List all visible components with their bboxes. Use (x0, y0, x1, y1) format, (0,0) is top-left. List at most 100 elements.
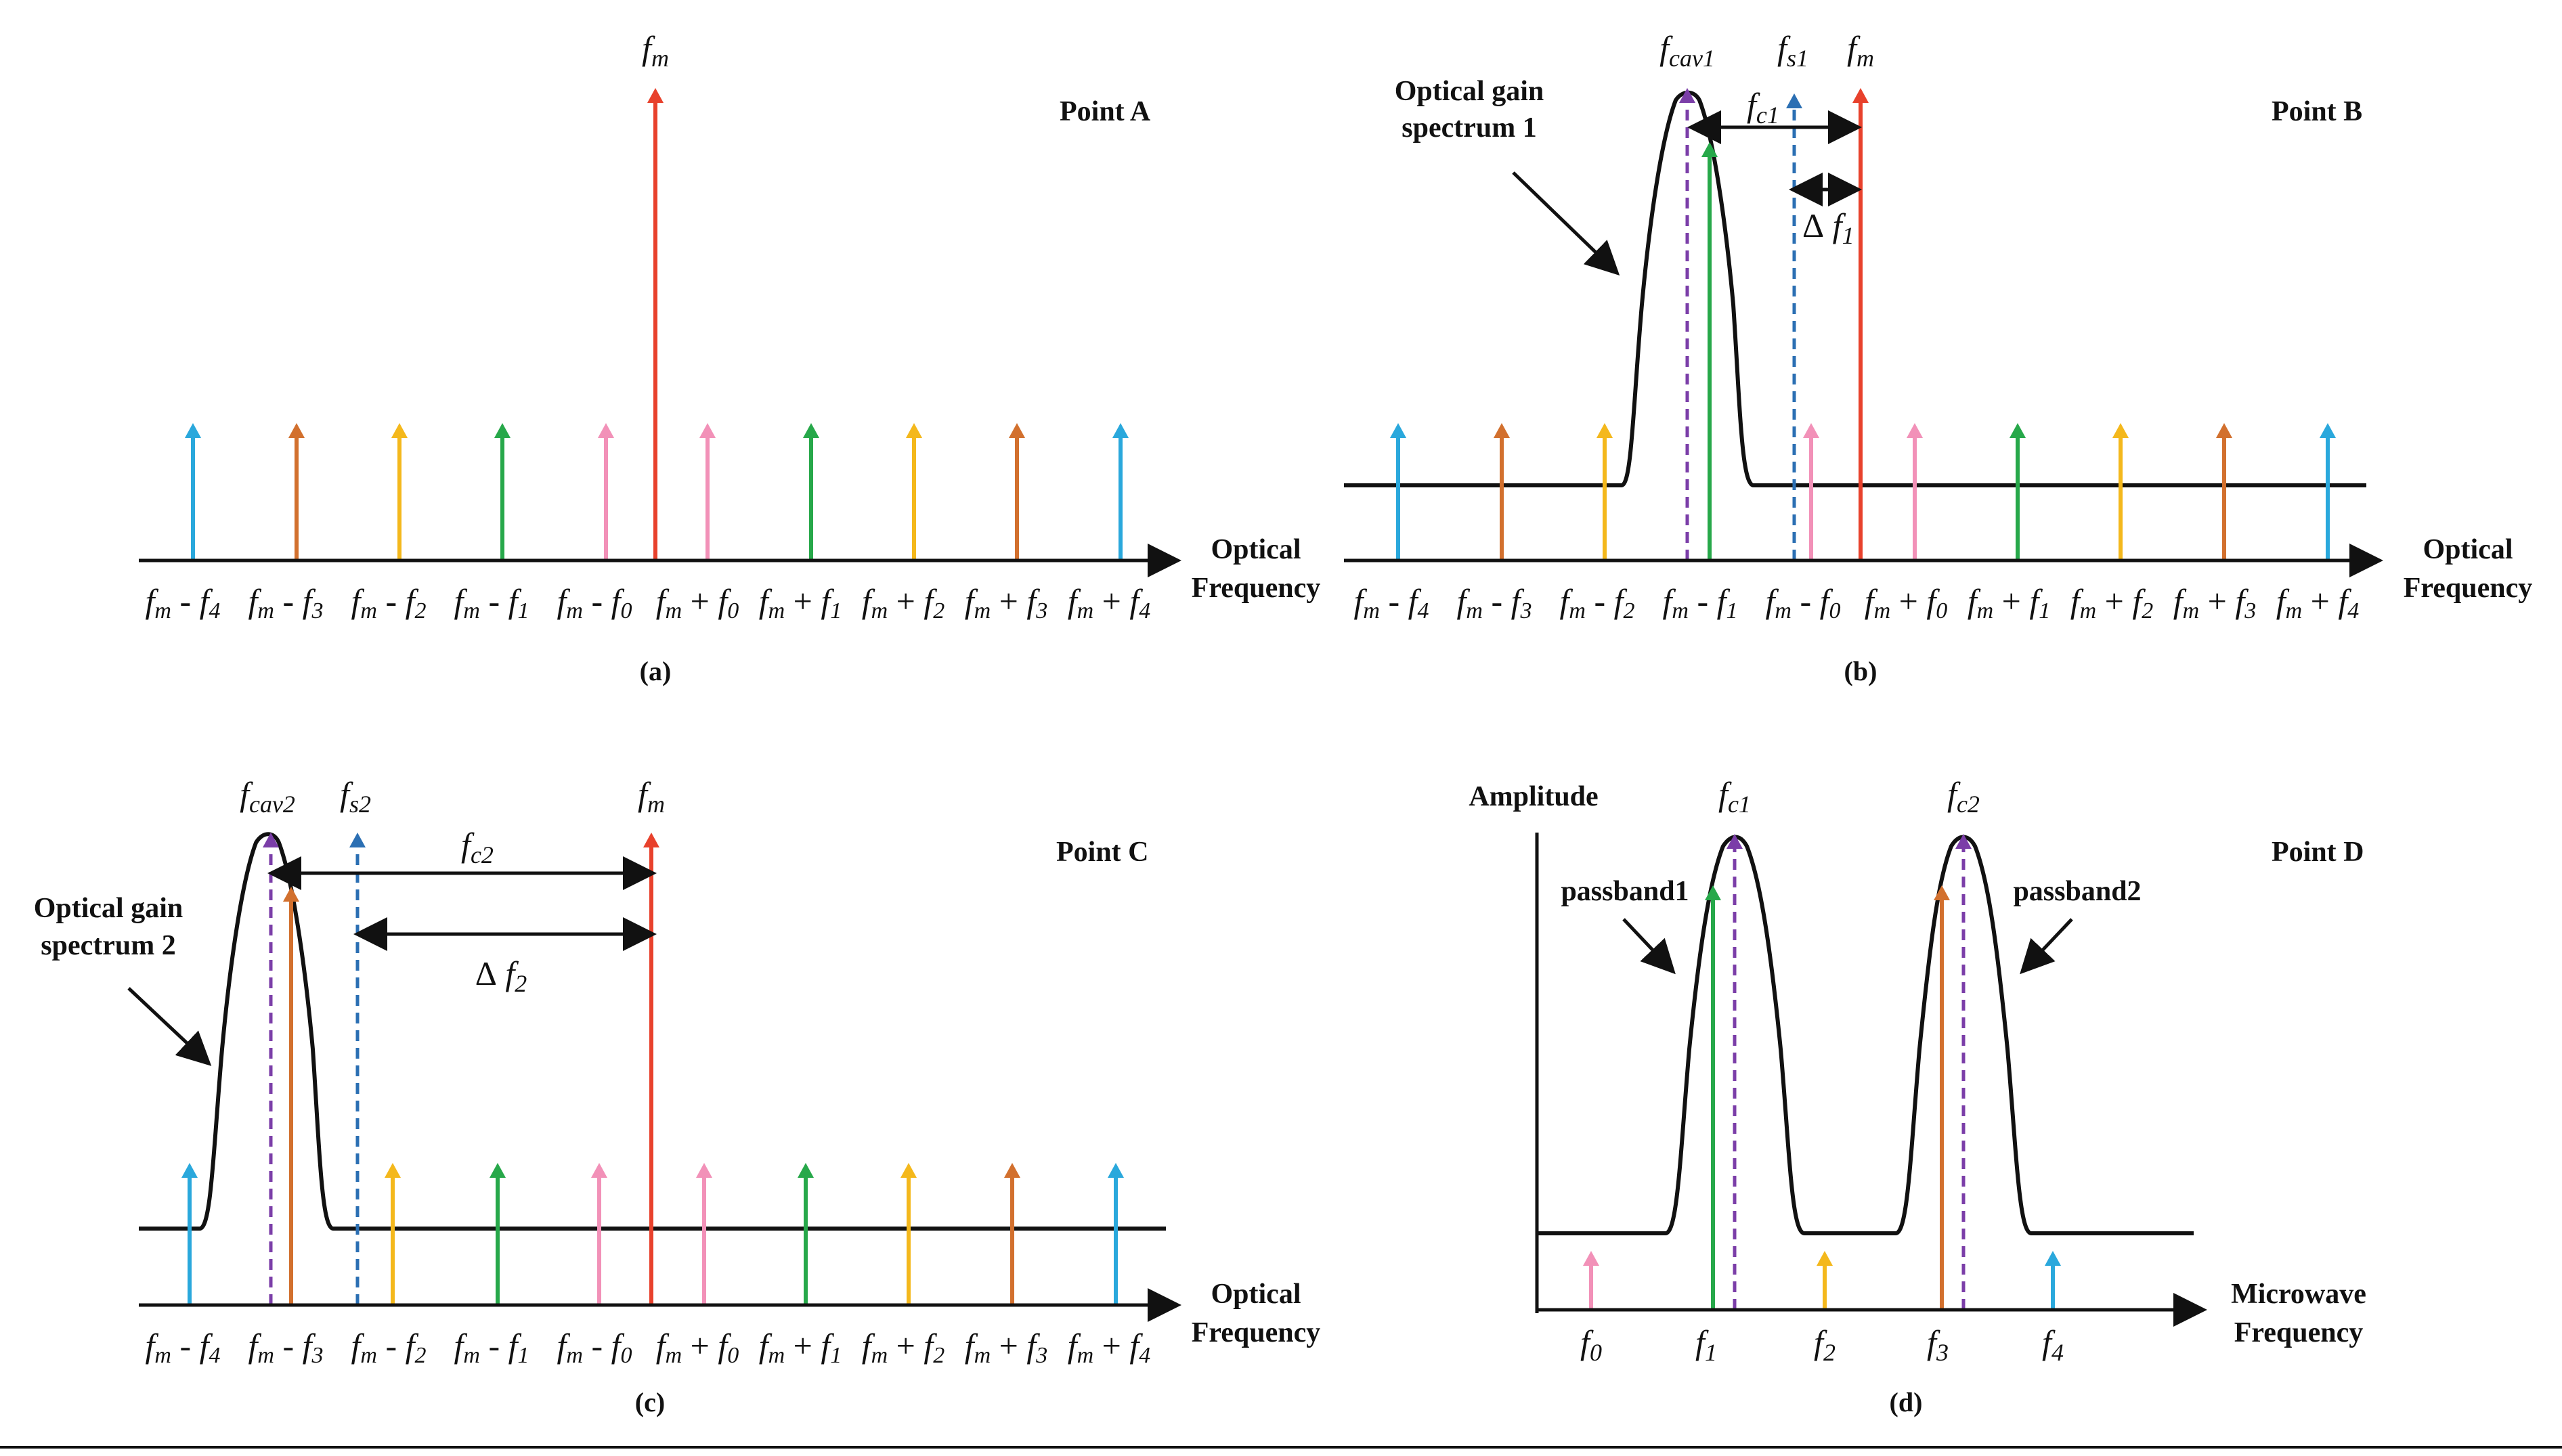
panel-b-tick-3: fm - f1 (1662, 582, 1737, 623)
panel-a-tick-4: fm - f0 (557, 582, 632, 623)
panel-b-line-6 (2010, 423, 2026, 560)
panel-c-line-0 (181, 1163, 198, 1305)
panel-c-tick-4: fm - f0 (557, 1327, 632, 1368)
panel-c-line-fcav2 (263, 833, 279, 1305)
panel-c-line-3 (490, 1163, 506, 1305)
panel-b-delta-f1-label: Δ f1 (1802, 206, 1854, 249)
panel-c-gain-label-1: Optical gain (34, 893, 183, 924)
panel-a-caption: (a) (640, 656, 672, 686)
panel-c-line-7 (900, 1163, 917, 1305)
panel-d-tick-f3: f3 (1927, 1323, 1949, 1366)
panel-b-gain-label-1: Optical gain (1395, 76, 1544, 107)
panel-c-tick-0: fm - f4 (145, 1327, 220, 1368)
panel-b-line-4 (1803, 423, 1819, 560)
panel-c-fc2-label: fc2 (461, 826, 494, 868)
panel-b-line-7 (2112, 423, 2129, 560)
panel-d-line-f1 (1705, 885, 1721, 1310)
panel-b-fm-label: fm (1847, 29, 1874, 72)
panel-a-tick-9: fm + f4 (1068, 582, 1151, 623)
panel-c-line-6 (798, 1163, 814, 1305)
panel-b-line-9 (2320, 423, 2336, 560)
panel-a-line-9 (1112, 423, 1129, 560)
panel-d-point-label: Point D (2272, 837, 2364, 868)
panel-a-line-8 (1009, 423, 1025, 560)
panel-d-fc1-label: fc1 (1718, 775, 1751, 818)
panel-d-line-f0 (1583, 1251, 1599, 1310)
panel-d-passband1-label: passband1 (1561, 876, 1689, 907)
panel-b-fcav1-label: fcav1 (1659, 29, 1715, 72)
panel-d-tick-f0: f0 (1580, 1323, 1602, 1366)
panel-b-tick-8: fm + f3 (2173, 582, 2257, 623)
panel-b-point-label: Point B (2272, 96, 2362, 127)
panel-b-gain-pointer (1512, 171, 1620, 275)
panel-b-line-2 (1597, 423, 1613, 560)
panel-a-line-6 (803, 423, 819, 560)
panel-c-line-5 (696, 1163, 712, 1305)
panel-d-y-axis-label: Amplitude (1469, 781, 1598, 812)
panel-a-line-3 (494, 423, 511, 560)
panel-b-tick-6: fm + f1 (1968, 582, 2051, 623)
panel-a-tick-3: fm - f1 (454, 582, 529, 623)
panel-b-fs1-label: fs1 (1777, 29, 1808, 72)
panel-b-line-fm (1852, 88, 1869, 560)
panel-a-line-4 (598, 423, 614, 560)
panel-c-line-fs2 (349, 833, 366, 1305)
panel-d-axis-label-2: Frequency (2234, 1317, 2364, 1348)
panel-c-line-9 (1108, 1163, 1124, 1305)
panel-c-line-fm (643, 833, 659, 1305)
panel-d-spectral-lines (1583, 834, 2061, 1310)
panel-c-spectral-lines (181, 833, 1124, 1305)
panel-b-spectral-lines (1390, 88, 2336, 560)
panel-a-line-1 (288, 423, 305, 560)
panel-b-tick-5: fm + f0 (1865, 582, 1948, 623)
panel-c-tick-8: fm + f3 (965, 1327, 1048, 1368)
panel-c-line-8 (1004, 1163, 1020, 1305)
panel-c-tick-9: fm + f4 (1068, 1327, 1151, 1368)
panel-c-point-label: Point C (1056, 837, 1149, 868)
panel-a-line-0 (185, 423, 201, 560)
panel-b-caption: (b) (1844, 656, 1877, 686)
panel-a-line-7 (906, 423, 922, 560)
panel-a-line-5 (699, 423, 716, 560)
panel-b-line-8 (2216, 423, 2232, 560)
panel-d-line-fc1 (1727, 834, 1743, 1310)
panel-a-point-label: Point A (1060, 96, 1151, 127)
panel-c-tick-6: fm + f1 (759, 1327, 842, 1368)
panel-b-tick-1: fm - f3 (1456, 582, 1532, 623)
panel-d: f0 f1 f2 f3 f4 fc1 fc2 Amplitude passban… (1469, 775, 2366, 1417)
panel-a-tick-5: fm + f0 (656, 582, 739, 623)
panel-b-line-1 (1494, 423, 1510, 560)
panel-a-tick-2: fm - f2 (351, 582, 426, 623)
panel-a-tick-6: fm + f1 (759, 582, 842, 623)
panel-a-axis-label-1: Optical (1211, 534, 1301, 565)
panel-c-caption: (c) (635, 1387, 665, 1417)
panel-a-line-2 (391, 423, 408, 560)
panel-a-tick-8: fm + f3 (965, 582, 1048, 623)
panel-b-axis-label-2: Frequency (2404, 573, 2533, 604)
panel-b-tick-4: fm - f0 (1765, 582, 1840, 623)
panel-a-axis-label-2: Frequency (1192, 573, 1321, 604)
panel-a-spectral-lines (185, 88, 1129, 560)
panel-b-line-fs1 (1786, 93, 1802, 560)
panel-d-line-f2 (1817, 1251, 1833, 1310)
panel-b-line-5 (1907, 423, 1923, 560)
panel-b-line-green-gain (1701, 142, 1718, 560)
panel-d-tick-f2: f2 (1814, 1323, 1836, 1366)
panel-a-line-fm (647, 88, 664, 560)
panel-d-line-f3 (1934, 885, 1950, 1310)
panel-c-line-4 (591, 1163, 607, 1305)
panel-a-tick-0: fm - f4 (145, 582, 220, 623)
panel-b-gain-spectrum (1344, 90, 2366, 487)
panel-d-line-fc2 (1955, 834, 1972, 1310)
panel-b-gain-label-2: spectrum 1 (1402, 112, 1536, 144)
panel-c-tick-2: fm - f2 (351, 1327, 426, 1368)
panel-d-passband-curve (1537, 835, 2194, 1235)
panel-b-axis-label-1: Optical (2423, 534, 2513, 565)
panel-c-gain-pointer (127, 987, 212, 1066)
panel-c-tick-7: fm + f2 (862, 1327, 945, 1368)
panel-c-fm-label: fm (638, 775, 665, 818)
